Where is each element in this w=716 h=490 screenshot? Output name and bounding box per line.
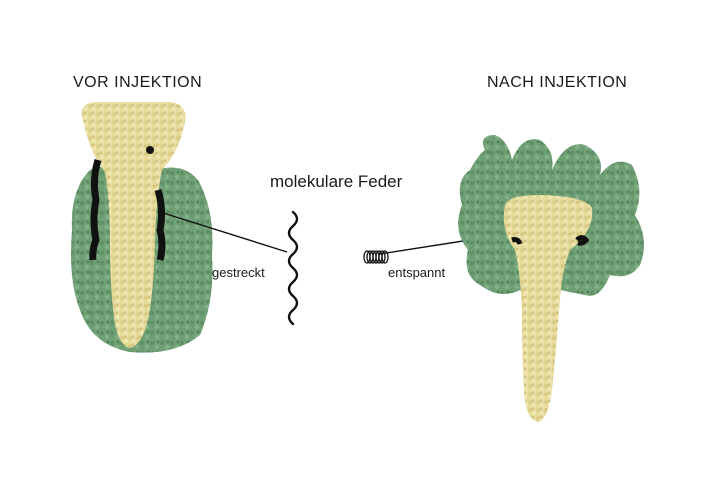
right-tube-yellow — [503, 195, 593, 422]
left-spring-black-b — [154, 188, 166, 261]
pointer-line-left — [159, 211, 288, 253]
relaxed-label: entspannt — [388, 265, 446, 280]
before-injection-structure — [71, 102, 213, 353]
after-injection-structure — [458, 135, 644, 422]
left-tube-yellow — [81, 102, 186, 348]
relaxed-spring-icon — [363, 250, 389, 264]
after-injection-title: NACH INJEKTION — [487, 74, 628, 91]
stretched-spring-icon — [287, 210, 299, 326]
right-spring-black — [511, 235, 590, 246]
molecular-spring-title: molekulare Feder — [270, 172, 403, 191]
stretched-label: gestreckt — [212, 265, 265, 280]
left-spring-black-a — [89, 158, 102, 261]
before-injection-title: VOR INJEKTION — [73, 74, 203, 91]
